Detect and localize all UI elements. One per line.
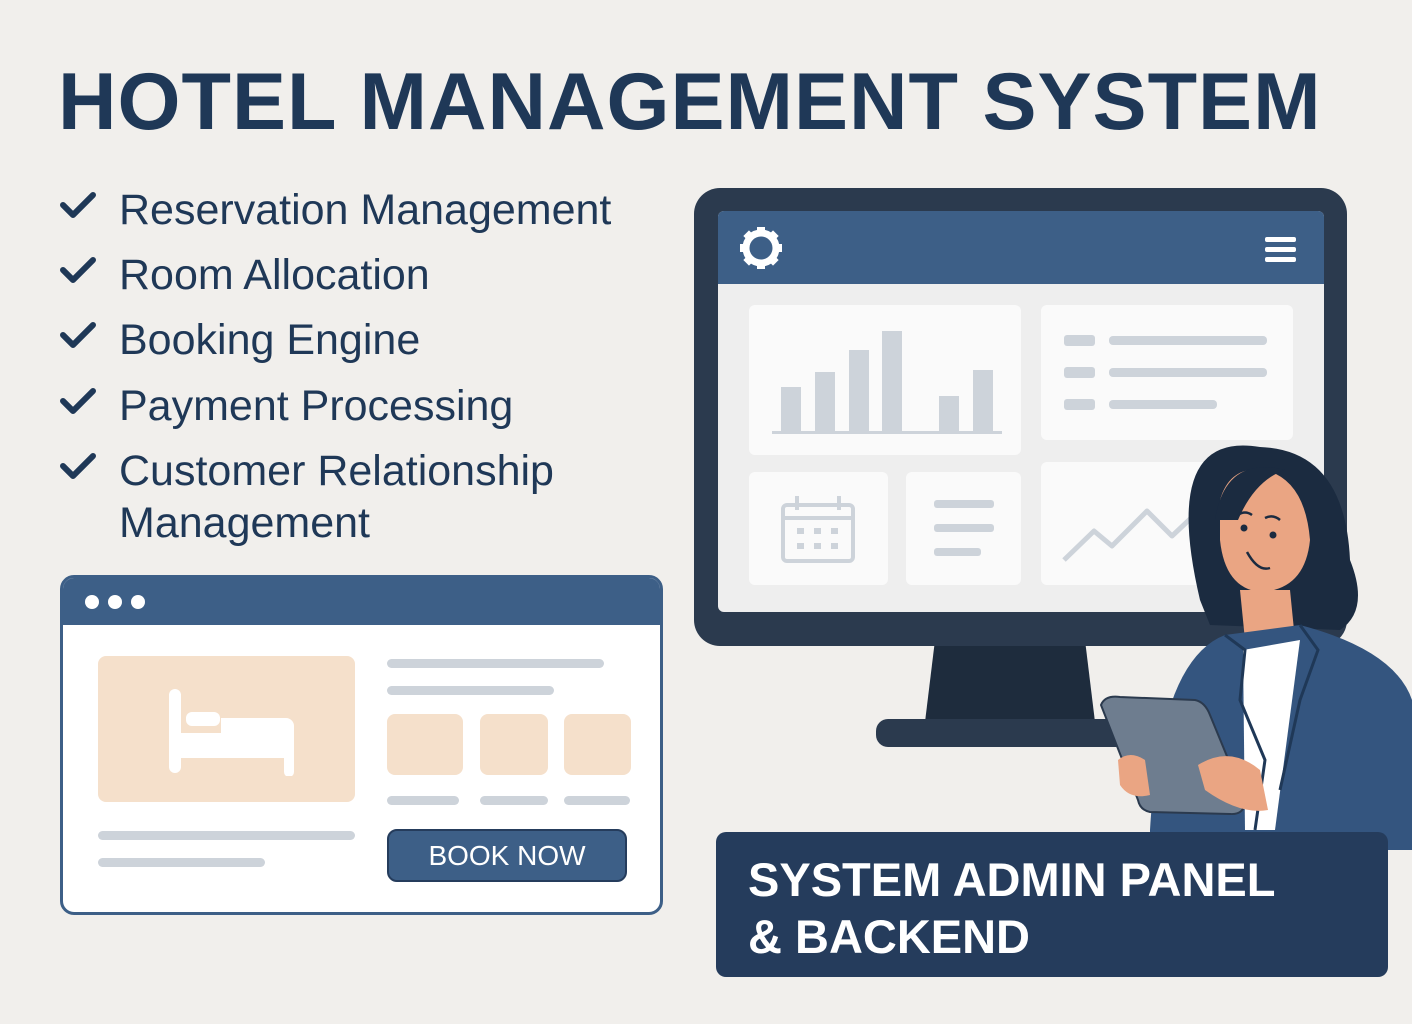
page-title: HOTEL MANAGEMENT SYSTEM	[58, 57, 1322, 147]
feature-label: Payment Processing	[119, 382, 514, 430]
room-image	[98, 656, 355, 802]
calendar-icon	[781, 496, 855, 563]
banner-line-1: SYSTEM ADMIN PANEL	[748, 853, 1276, 906]
admin-person	[1099, 445, 1412, 850]
check-icon	[60, 453, 96, 479]
text-placeholder	[98, 858, 265, 867]
room-thumbnail[interactable]	[387, 714, 463, 775]
bed-icon	[169, 689, 294, 776]
book-now-button[interactable]: BOOK NOW	[387, 829, 627, 882]
room-thumbnail[interactable]	[480, 714, 548, 775]
check-icon	[60, 388, 96, 414]
admin-panel-banner: SYSTEM ADMIN PANEL & BACKEND	[716, 832, 1388, 977]
text-placeholder	[387, 686, 554, 695]
room-thumbnail[interactable]	[564, 714, 631, 775]
list-icon	[1064, 335, 1267, 410]
check-icon	[60, 257, 96, 283]
text-placeholder	[387, 796, 459, 805]
feature-label-continued: Management	[119, 499, 370, 547]
bar-chart-icon	[772, 331, 1002, 434]
monitor	[694, 188, 1347, 747]
feature-label: Customer Relationship	[119, 447, 554, 495]
line-chart-icon	[1062, 503, 1207, 562]
gear-icon[interactable]	[740, 227, 782, 269]
text-placeholder	[564, 796, 630, 805]
text-placeholder	[98, 831, 355, 840]
check-icon	[60, 192, 96, 218]
hamburger-menu-icon[interactable]	[1265, 237, 1296, 262]
feature-label: Room Allocation	[119, 251, 430, 299]
feature-label: Booking Engine	[119, 316, 421, 364]
text-placeholder	[480, 796, 548, 805]
window-dots-icon	[131, 595, 145, 609]
window-dots-icon	[85, 595, 99, 609]
banner-line-2: & BACKEND	[748, 910, 1030, 963]
text-placeholder	[387, 659, 604, 668]
check-icon	[60, 322, 96, 348]
text-lines-icon	[934, 500, 994, 556]
window-dots-icon	[108, 595, 122, 609]
window-titlebar	[63, 578, 660, 625]
feature-label: Reservation Management	[119, 186, 612, 234]
